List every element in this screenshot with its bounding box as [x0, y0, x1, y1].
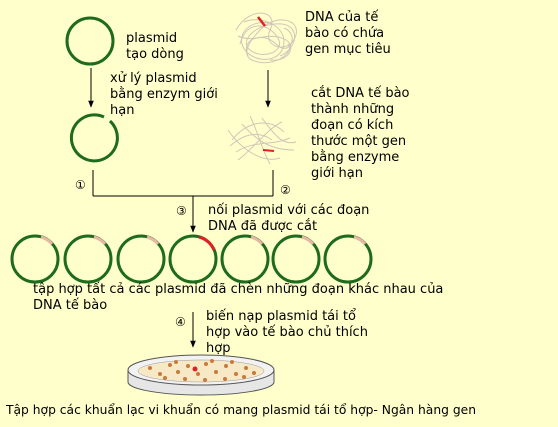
recombinant-plasmid-row	[10, 234, 373, 284]
label-cut-dna: cắt DNA tế bào thành những đoạn có kích …	[311, 86, 410, 181]
gene-fragment-mark	[262, 149, 275, 152]
petri-dish	[127, 354, 275, 396]
step-4-marker: ④	[175, 315, 186, 329]
step-1-marker: ①	[75, 178, 86, 192]
step-2-marker: ②	[280, 183, 291, 197]
cell-dna-tangle	[235, 12, 297, 64]
recombinant-plasmid	[63, 234, 113, 284]
cut-plasmid	[69, 113, 119, 163]
recombinant-plasmid	[323, 234, 373, 284]
target-gene-mark	[257, 16, 266, 27]
recombinant-plasmid	[116, 234, 166, 284]
label-transformation: biến nạp plasmid tái tổ hợp vào tế bào c…	[206, 309, 368, 356]
label-plasmid-collection: tập hợp tất cả các plasmid đã chèn những…	[33, 282, 444, 313]
step-3-marker: ③	[176, 204, 187, 218]
label-ligation: nối plasmid với các đoạn DNA đã được cắt	[208, 203, 370, 234]
label-cell-dna: DNA của tế bào có chứa gen mục tiêu	[305, 10, 391, 57]
recombinant-plasmid	[271, 234, 321, 284]
recombinant-plasmid	[10, 234, 60, 284]
cloning-plasmid	[65, 16, 115, 66]
label-cloning-plasmid: plasmid tạo dòng	[126, 31, 184, 62]
recombinant-plasmid-target	[168, 234, 218, 284]
recombinant-colony	[192, 366, 198, 372]
dna-fragments	[227, 115, 297, 165]
recombinant-plasmid	[220, 234, 270, 284]
label-treat-plasmid: xử lý plasmid bằng enzym giới hạn	[110, 71, 218, 118]
label-gene-library: Tập hợp các khuẩn lạc vi khuẩn có mang p…	[6, 403, 477, 417]
bacterial-colonies	[148, 359, 256, 382]
